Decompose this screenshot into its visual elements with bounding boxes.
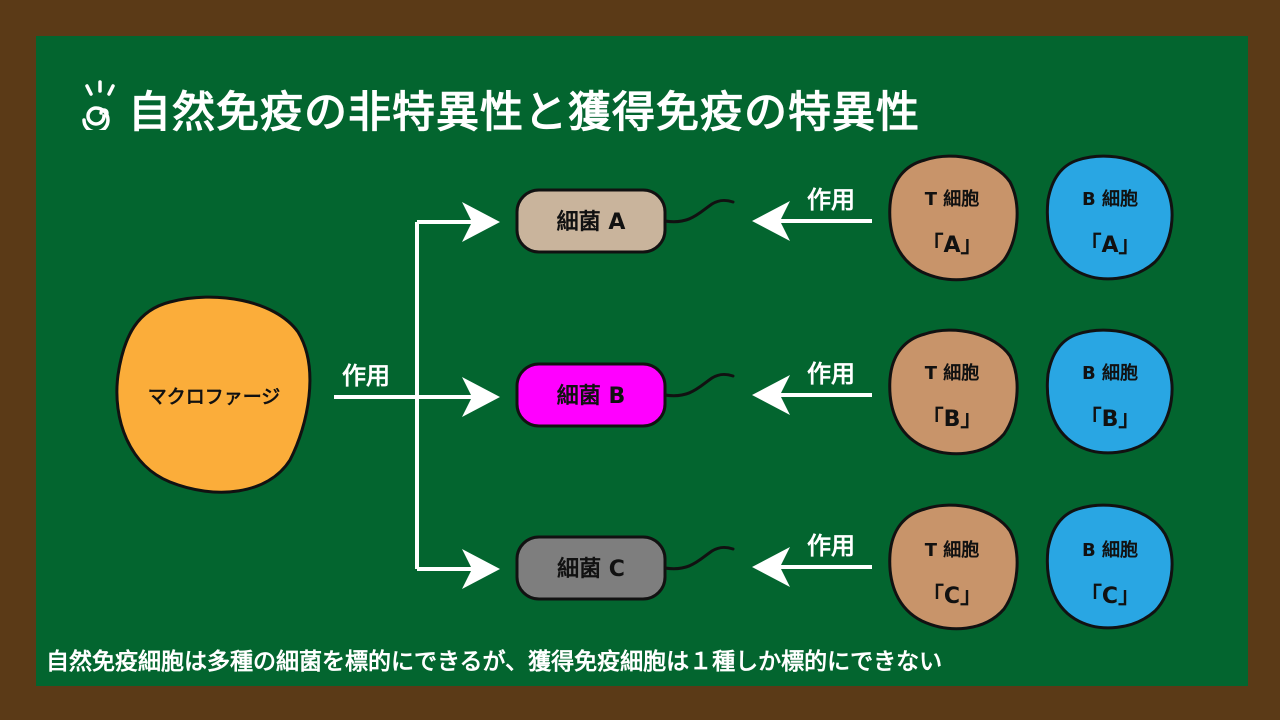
footer-caption: 自然免疫細胞は多種の細菌を標的にできるが、獲得免疫細胞は１種しか標的にできない: [46, 649, 943, 675]
row-b-t-cell-name: T 細胞: [925, 362, 980, 384]
bacteria-b: 細菌 B: [515, 362, 735, 428]
row-b-b-cell-target: 「B」: [1080, 407, 1141, 432]
row-c-b-cell-target: 「C」: [1080, 584, 1140, 609]
row-c-t-cell-blob: [888, 503, 1019, 631]
bacteria-a-label: 細菌 A: [557, 209, 626, 235]
row-a-b-cell-target: 「A」: [1079, 233, 1140, 258]
row-c-action-label: 作用: [807, 532, 855, 560]
row-a-arrow-head: [752, 201, 790, 241]
row-b-b-cell-blob: [1045, 328, 1174, 455]
row-a-t-cell-target: 「A」: [921, 233, 982, 258]
row-a-t-cell-name: T 細胞: [925, 188, 980, 210]
arrow-head-to-bacteria-a: [462, 202, 500, 242]
row-c-t-cell-target: 「C」: [922, 584, 982, 609]
macrophage-action-label: 作用: [342, 362, 390, 390]
row-b-b-cell-name: B 細胞: [1082, 362, 1138, 384]
row-a-t-cell-blob: [888, 154, 1019, 282]
macrophage-blob: [115, 295, 312, 494]
idea-spiral-icon: [82, 80, 115, 130]
macrophage-label: マクロファージ: [148, 386, 281, 408]
row-b-t-cell-target: 「B」: [922, 407, 983, 432]
row-b-arrow-head: [752, 375, 790, 415]
row-b-t-cell-blob: [888, 328, 1019, 456]
row-c-b-cell-name: B 細胞: [1082, 539, 1138, 561]
bacteria-a: 細菌 A: [515, 188, 735, 254]
page-title: 自然免疫の非特異性と獲得免疫の特異性: [128, 88, 920, 138]
row-a-action-label: 作用: [807, 186, 855, 214]
row-c-arrow-head: [752, 547, 790, 587]
row-c-b-cell-blob: [1045, 503, 1174, 630]
row-b-action-label: 作用: [807, 360, 855, 388]
row-a: 作用 T 細胞 「A」 B 細胞 「A」: [752, 154, 1174, 282]
bacteria-c-label: 細菌 C: [557, 556, 625, 582]
bacteria-b-label: 細菌 B: [557, 383, 625, 409]
arrow-head-to-bacteria-b: [462, 377, 500, 417]
bacteria-c: 細菌 C: [515, 535, 735, 601]
row-a-b-cell-blob: [1045, 154, 1174, 281]
row-b: 作用 T 細胞 「B」 B 細胞 「B」: [752, 328, 1174, 456]
branch-arrows: [334, 220, 480, 571]
row-c: 作用 T 細胞 「C」 B 細胞 「C」: [752, 503, 1174, 631]
arrow-head-to-bacteria-c: [462, 549, 500, 589]
row-a-b-cell-name: B 細胞: [1082, 188, 1138, 210]
row-c-t-cell-name: T 細胞: [925, 539, 980, 561]
